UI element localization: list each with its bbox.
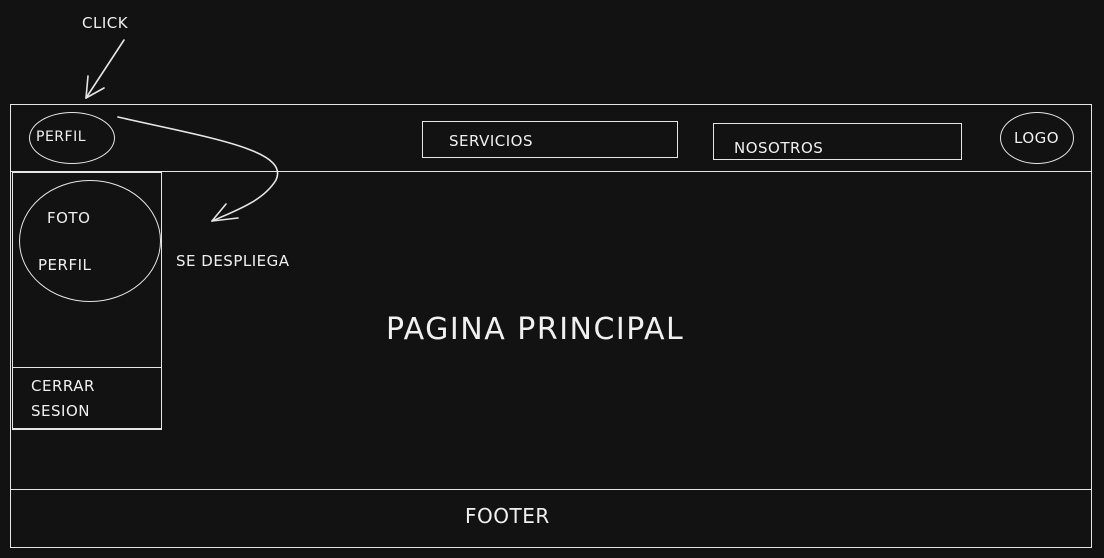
dropdown-annotation: SE DESPLIEGA	[176, 252, 290, 270]
nav-services-label: SERVICIOS	[449, 132, 534, 150]
click-annotation: CLICK	[82, 14, 129, 32]
footer-label: FOOTER	[465, 504, 550, 528]
logo-label: LOGO	[1014, 129, 1060, 147]
profile-button[interactable]: PERFIL	[29, 112, 115, 164]
profile-dropdown-panel	[12, 172, 162, 430]
profile-photo: FOTO PERFIL	[19, 180, 161, 302]
profile-photo-line1: FOTO	[47, 209, 91, 227]
header-bar	[10, 104, 1092, 172]
main-page-title: PAGINA PRINCIPAL	[386, 312, 685, 347]
nav-about-button[interactable]: NOSOTROS	[713, 123, 962, 160]
nav-services-button[interactable]: SERVICIOS	[422, 121, 678, 158]
logo[interactable]: LOGO	[1000, 112, 1074, 164]
footer-bar: FOOTER	[10, 489, 1092, 548]
logout-label-line1: CERRAR	[31, 377, 95, 395]
logout-button[interactable]: CERRAR SESION	[12, 367, 162, 429]
profile-button-label: PERFIL	[36, 129, 86, 145]
click-arrow	[85, 39, 125, 99]
nav-about-label: NOSOTROS	[734, 139, 824, 157]
profile-photo-line2: PERFIL	[38, 256, 92, 274]
logout-label-line2: SESION	[31, 402, 90, 420]
